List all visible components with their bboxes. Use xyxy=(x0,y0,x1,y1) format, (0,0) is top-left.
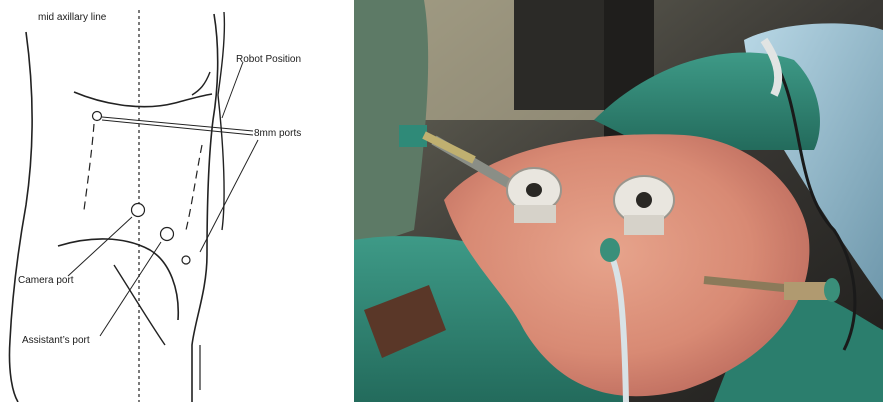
leader-8mm-upper-b xyxy=(102,120,253,135)
body-outline-left xyxy=(9,32,32,402)
label-camera-port: Camera port xyxy=(18,275,74,286)
leader-8mm-upper-a xyxy=(102,117,253,131)
rib-contour xyxy=(74,92,212,107)
body-outline-right xyxy=(192,14,218,402)
label-robot-position: Robot Position xyxy=(236,54,301,65)
leader-camera-port xyxy=(68,217,132,276)
leader-assistant-port xyxy=(100,242,161,336)
port-8mm-upper xyxy=(93,112,102,121)
label-8mm-ports: 8mm ports xyxy=(254,128,301,139)
assistant-port xyxy=(161,228,174,241)
camera-port xyxy=(132,204,145,217)
port-8mm-lower xyxy=(182,256,190,264)
label-mid-axillary-line: mid axillary line xyxy=(38,12,107,23)
arm-outline xyxy=(218,12,224,230)
surgical-photo xyxy=(354,0,883,402)
shoulder-curve xyxy=(192,72,210,95)
rib-dashed-left xyxy=(84,124,94,210)
leader-8mm-lower xyxy=(200,140,258,252)
rib-dashed-right xyxy=(186,145,202,230)
leader-robot-position xyxy=(222,62,243,118)
port-placement-diagram: mid axillary line Robot Position 8mm por… xyxy=(0,0,345,402)
label-assistant-port: Assistant’s port xyxy=(22,335,90,346)
